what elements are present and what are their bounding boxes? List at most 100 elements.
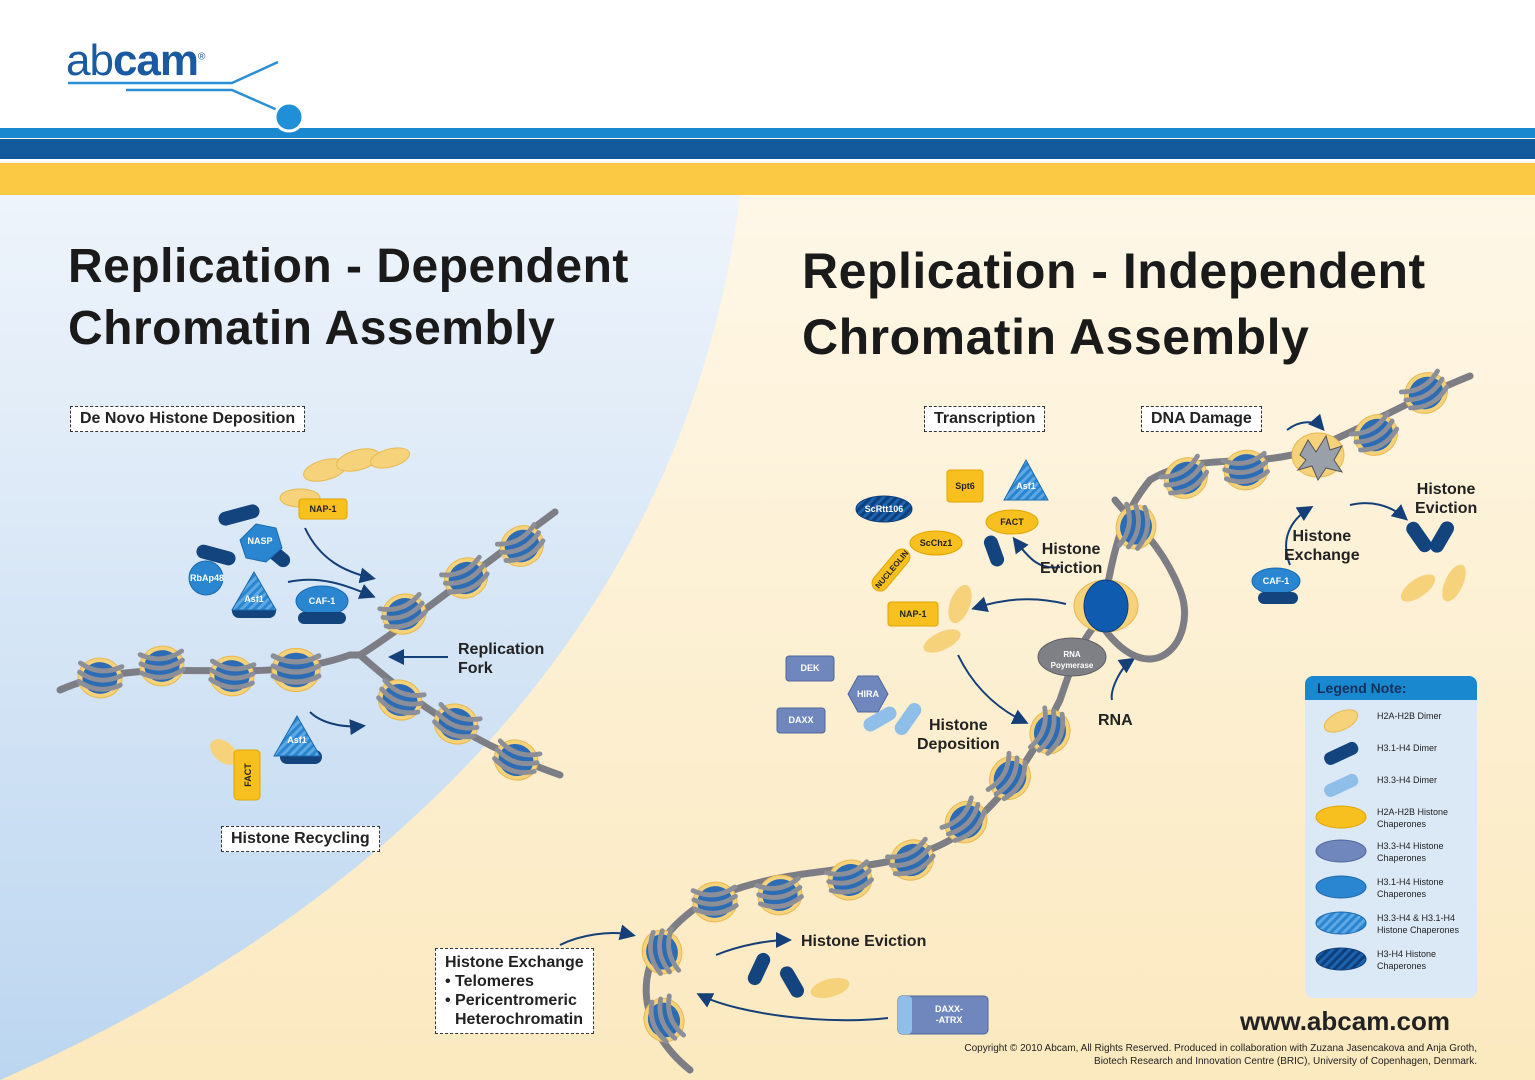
transcribing-histone-octamer [1083, 579, 1129, 633]
light-blue-bean-icon [1324, 773, 1359, 797]
nucleosomes-right [641, 368, 1450, 1044]
asf1-left-label: Asf1 [244, 594, 264, 604]
scchz1-shape [909, 530, 963, 556]
nucleosome [137, 645, 186, 687]
yellow-ellipse-icon [1315, 805, 1367, 829]
title-left-line1: Replication - Dependent [68, 240, 629, 293]
fact-left-label: FACT [243, 763, 253, 787]
legend-label: H3.1-H4 Histone Chaperones [1377, 877, 1444, 899]
exchange-item-pericentromeric: • Pericentromeric [445, 992, 577, 1009]
dna-damage-box: DNA Damage [1141, 406, 1262, 432]
logo-bold: cam [112, 36, 199, 85]
nap1-right-label: NAP-1 [899, 609, 927, 619]
nucleosome [208, 655, 257, 697]
grey-blue-ellipse-icon [1315, 839, 1367, 863]
spt6-label: Spt6 [955, 481, 975, 491]
asf1-right-label: Asf1 [1016, 481, 1036, 491]
nucleosome [1027, 705, 1071, 756]
legend-label: H3.3-H4 Dimer [1377, 775, 1438, 785]
nucleosome [985, 750, 1031, 802]
title-right-line2: Chromatin Assembly [802, 309, 1310, 365]
rna-polymerase-shape [1037, 637, 1107, 677]
spt6-shape [946, 469, 984, 503]
blue-ellipse-icon [1315, 875, 1367, 899]
nucleosome [270, 647, 322, 693]
hira-label: HIRA [857, 689, 879, 699]
copyright-line1: Copyright © 2010 Abcam, All Rights Reser… [964, 1043, 1477, 1054]
legend-label: H3.3-H4 & H3.1-H4 Histone Chaperones [1377, 913, 1460, 935]
fact-left-shape [233, 749, 261, 801]
fork-word: Fork [458, 660, 493, 677]
legend-label: H2A-H2B Histone Chaperones [1377, 807, 1449, 829]
title-right-line1: Replication - Independent [802, 243, 1426, 299]
scrtt106-label: ScRtt106 [864, 504, 904, 514]
deposition-word2: Deposition [917, 736, 1000, 753]
daxx-shape [776, 707, 826, 734]
nucleosome [492, 738, 543, 781]
nucleosome [1348, 410, 1400, 456]
histone-eviction-label-b: Histone Eviction [1415, 480, 1477, 518]
caf1-right-label: CAF-1 [1262, 576, 1290, 586]
nucleosome [641, 926, 683, 976]
nucleosome [439, 554, 490, 599]
legend-title: Legend Note: [1305, 676, 1477, 700]
nucleosome [885, 836, 936, 881]
eviction-a-word2: Eviction [1040, 560, 1103, 577]
nucleosome [377, 591, 428, 635]
rna-polymerase-label: RNA Poymerase [1040, 649, 1104, 671]
daxx-atrx-label: DAXX- -ATRX [916, 1004, 982, 1026]
nucleosome [754, 874, 804, 916]
asf1-bottom-label: Asf1 [287, 735, 307, 745]
legend-row: H3.1-H4 Dimer [1305, 738, 1477, 770]
transcription-box: Transcription [924, 406, 1046, 432]
yellow-oval-icon [1323, 709, 1359, 733]
scrtt106-shape [855, 495, 913, 523]
eviction-b-word2: Eviction [1415, 500, 1478, 517]
legend-panel: Legend Note: H2A-H2B Dimer H3.1-H4 Dimer… [1305, 676, 1477, 998]
nucleolin-shape [871, 548, 911, 592]
legend-label: H3.1-H4 Dimer [1377, 743, 1438, 753]
nucleosome [939, 795, 988, 844]
title-left-line2: Chromatin Assembly [68, 302, 556, 355]
nap1-left-label: NAP-1 [309, 504, 337, 514]
legend-row: H3.3-H4 & H3.1-H4 Histone Chaperones [1305, 908, 1477, 940]
legend-row: H3.1-H4 Histone Chaperones [1305, 872, 1477, 904]
replication-word: Replication [458, 641, 545, 658]
histone-deposition-label: Histone Deposition [917, 716, 1000, 754]
h2a-h2b-dimers-top [279, 447, 410, 508]
histone-exchange-label: Histone Exchange [1284, 527, 1360, 565]
asf1-left-shape [231, 571, 277, 611]
histone-recycling-box: Histone Recycling [221, 826, 380, 852]
legend-row: H3.3-H4 Dimer [1305, 770, 1477, 802]
rbap48-shape [188, 560, 224, 596]
dek-label: DEK [800, 663, 820, 673]
nap1-right-shape [887, 601, 939, 627]
legend-row: H2A-H2B Dimer [1305, 706, 1477, 738]
de-novo-box: De Novo Histone Deposition [70, 406, 306, 432]
daxx-atrx-word1: DAXX- [934, 1004, 963, 1014]
nucleosome [690, 881, 739, 923]
eviction-b-word1: Histone [1416, 481, 1476, 498]
scchz1-label: ScChz1 [919, 538, 953, 548]
nucleosomes-left [76, 522, 546, 781]
histone-eviction-label-a: Histone Eviction [1040, 540, 1102, 578]
website-link[interactable]: www.abcam.com [1240, 1006, 1450, 1036]
rna-label: RNA [1098, 712, 1133, 729]
registered-mark: ® [198, 51, 205, 63]
replication-fork-label: Replication Fork [458, 640, 544, 678]
nucleosome [643, 993, 687, 1044]
fact-right-label: FACT [1000, 517, 1024, 527]
abcam-logo[interactable]: abcam® [66, 36, 205, 86]
rbap48-label: RbAp48 [189, 573, 224, 583]
exchange-item-telomeres: • Telomeres [445, 973, 534, 990]
deposition-word1: Histone [929, 717, 988, 734]
legend-row: H2A-H2B Histone Chaperones [1305, 802, 1477, 834]
logo-light: ab [66, 36, 114, 85]
striped-ellipse-icon [1315, 911, 1367, 935]
legend-label: H3.3-H4 Histone Chaperones [1377, 841, 1444, 863]
copyright-line2: Biotech Research and Innovation Centre (… [1094, 1056, 1477, 1067]
legend-row: H3.3-H4 Histone Chaperones [1305, 836, 1477, 868]
dek-shape [785, 655, 835, 682]
